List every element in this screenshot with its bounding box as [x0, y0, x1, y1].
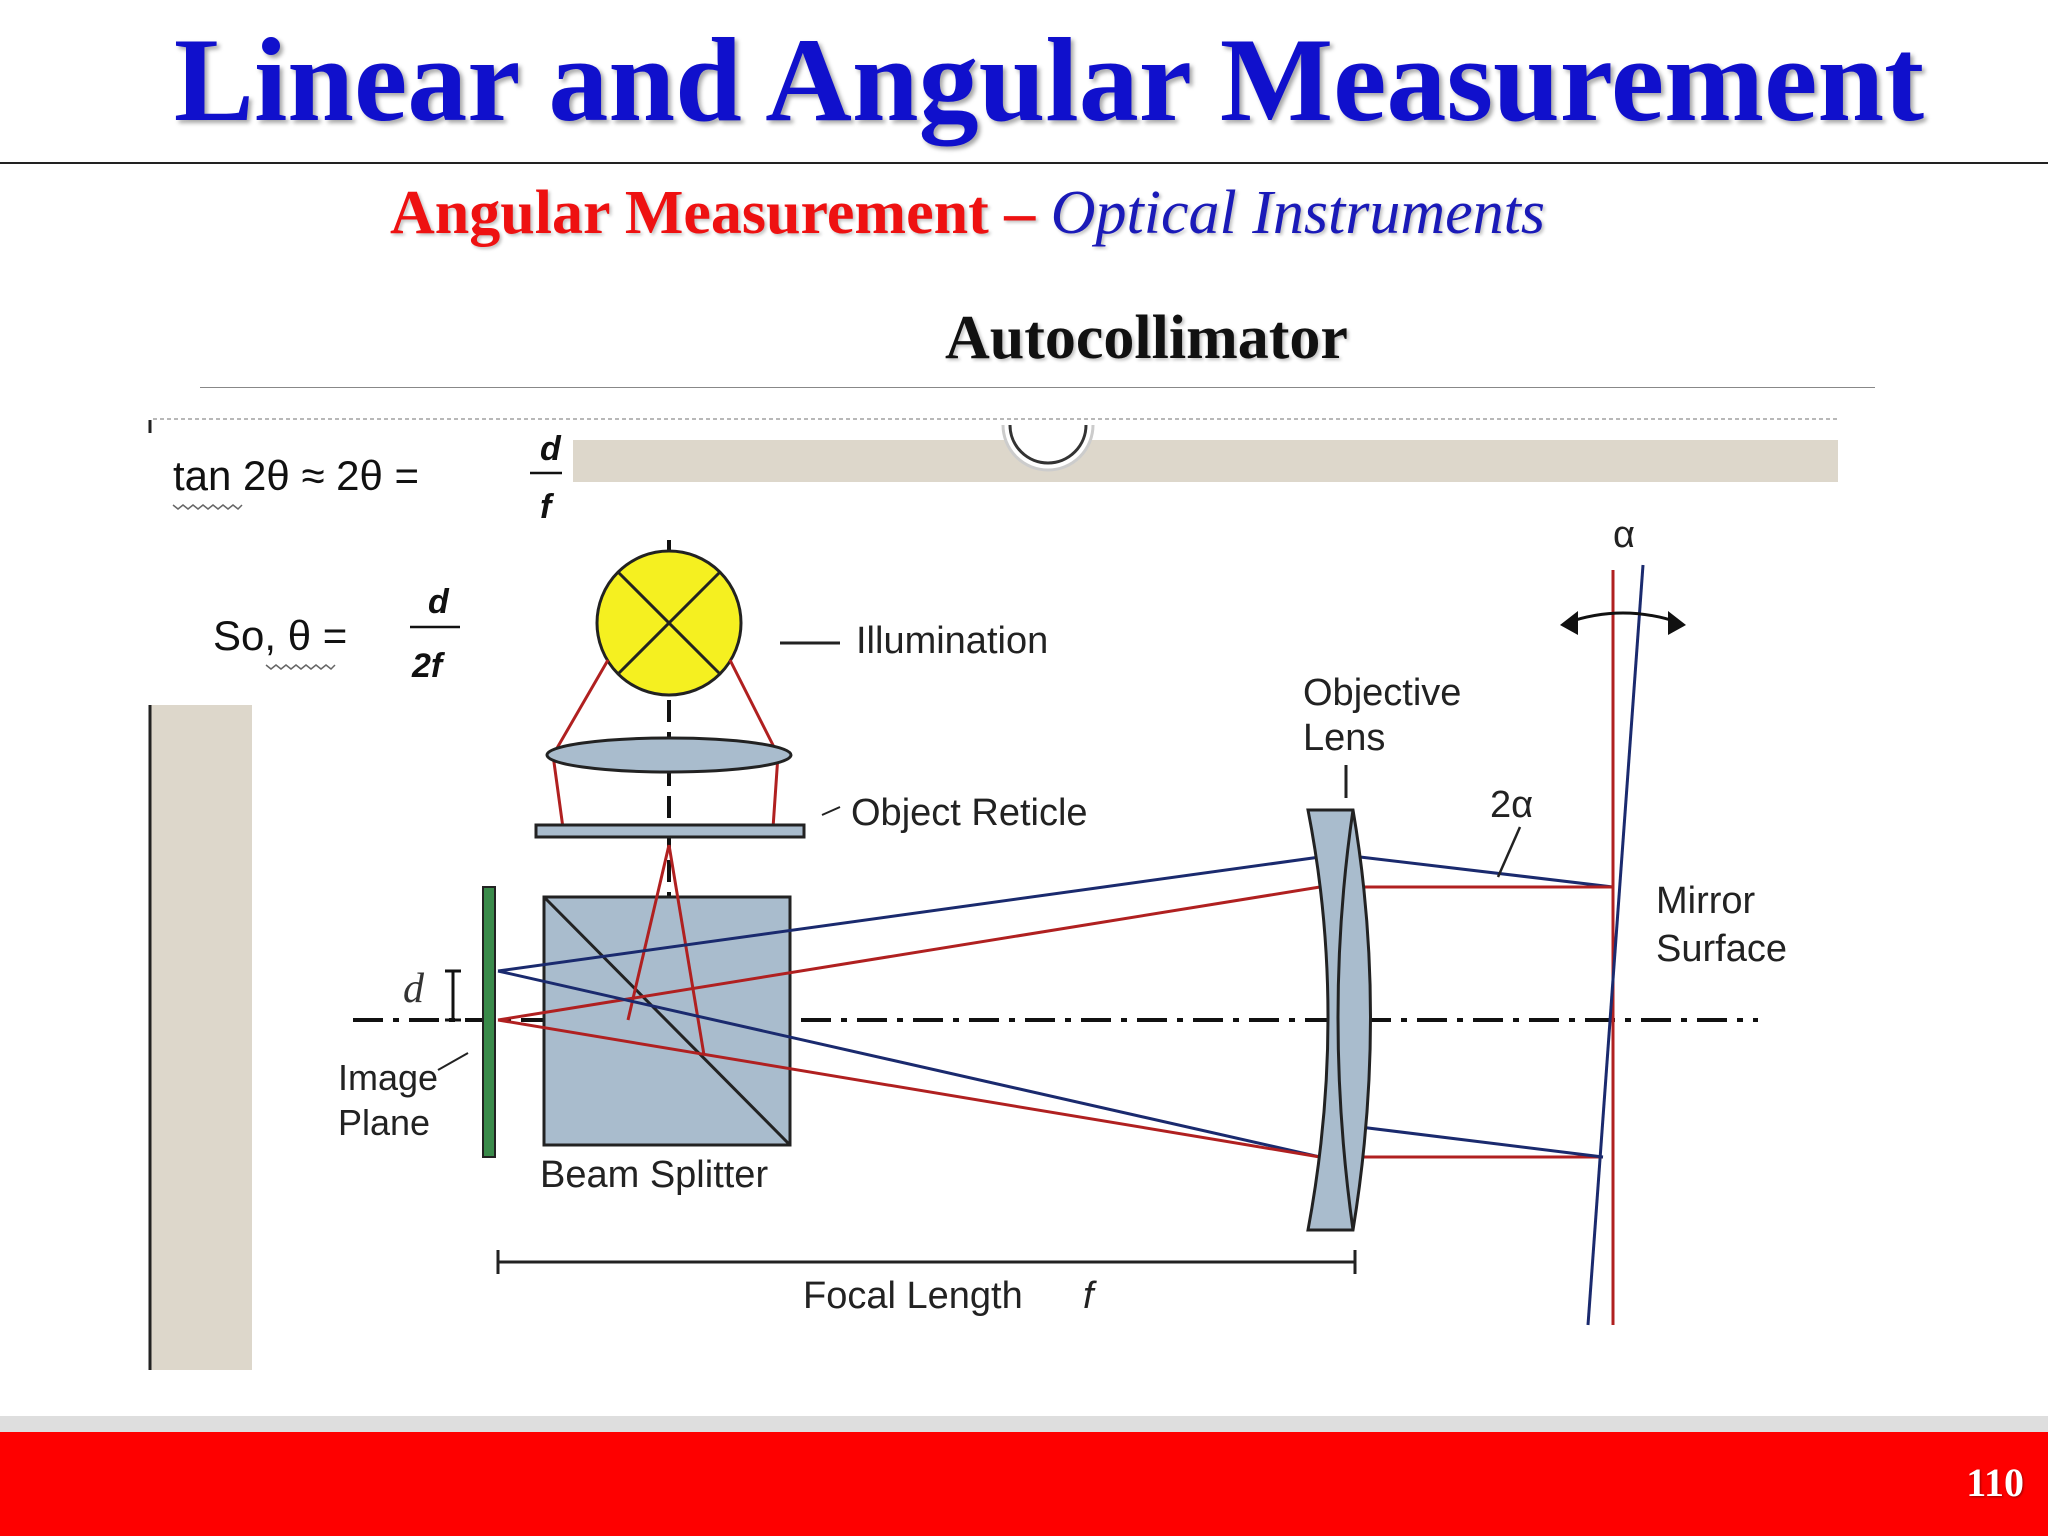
footer-gray-band	[0, 1416, 2048, 1432]
ray-blue-lower-right	[1359, 1125, 1604, 1159]
focal-length-symbol: f	[1083, 1275, 1097, 1317]
formula-theta-lhs: So, θ =	[213, 612, 347, 659]
round-icon-inner	[1008, 424, 1088, 465]
mirror-surface-label-line2: Surface	[1656, 928, 1787, 970]
slide-title: Linear and Angular Measurement	[173, 13, 1925, 146]
beam-splitter-label: Beam Splitter	[540, 1154, 768, 1196]
two-alpha-pointer	[1496, 826, 1522, 878]
formula-theta-denominator: 2f	[411, 647, 446, 685]
beam-splitter-diagonal	[542, 895, 792, 1147]
reticle-ray-right	[667, 844, 706, 1056]
image-plane-pointer	[437, 1052, 469, 1071]
mirror-tilted-line	[1586, 564, 1645, 1326]
tilt-arrow-right-head	[1668, 611, 1686, 635]
spellcheck-squiggle-2	[265, 664, 336, 671]
slide-subtitle: Angular Measurement – Optical Instrument…	[390, 178, 1545, 248]
autocollimator-figure: tan 2θ ≈ 2θ = d f So, θ = d 2f d	[148, 415, 1843, 1375]
illumination-label: Illumination	[856, 620, 1048, 662]
object-reticle	[534, 823, 806, 839]
reticle-ray-left	[626, 844, 671, 1021]
top-beige-panel	[573, 440, 1838, 482]
objective-lens-label-line2: Lens	[1303, 717, 1385, 759]
tilt-arrow-curve	[1565, 611, 1681, 625]
round-icon-partial	[1001, 424, 1095, 472]
ray-blue-upper-right	[1359, 855, 1614, 889]
d-label: d	[403, 966, 425, 1012]
page-number: 110	[1966, 1460, 2024, 1505]
object-reticle-label: Object Reticle	[851, 792, 1088, 834]
formula-tan-denominator: f	[540, 488, 555, 526]
formula-theta-numerator: d	[428, 583, 450, 621]
ray-blue-upper	[497, 855, 1321, 973]
lamp-cross-b	[616, 570, 722, 676]
condenser-lens	[545, 736, 793, 774]
ray-red-upper	[497, 885, 1321, 1022]
mirror-surface-label-line1: Mirror	[1656, 880, 1756, 922]
subtitle-italic: Optical Instruments	[1050, 179, 1545, 247]
image-plane-label-line2: Plane	[338, 1102, 430, 1143]
subtitle-main: Angular Measurement –	[390, 179, 1036, 247]
left-beige-panel	[150, 705, 252, 1370]
figure-background	[148, 415, 1843, 1375]
image-plane-label-line1: Image	[338, 1057, 438, 1098]
focal-length-label: Focal Length	[803, 1275, 1023, 1317]
heading-divider	[200, 387, 1875, 388]
footer-bar: 110	[0, 1432, 2048, 1536]
two-alpha-label: 2α	[1490, 784, 1533, 826]
objective-lens-inner-curve	[1336, 809, 1355, 1231]
formula-tan-numerator: d	[540, 430, 562, 468]
tilt-arrow-left-head	[1560, 611, 1578, 635]
spellcheck-squiggle-1	[172, 504, 243, 511]
objective-lens-label-line1: Objective	[1303, 672, 1461, 714]
ray-red-lower	[497, 1018, 1321, 1159]
image-plane	[482, 886, 496, 1158]
ray-blue-lower	[497, 969, 1321, 1159]
title-divider	[0, 162, 2048, 164]
alpha-label: α	[1613, 514, 1635, 556]
autocollimator-diagram: tan 2θ ≈ 2θ = d f So, θ = d 2f d	[148, 415, 1843, 1375]
section-heading: Autocollimator	[945, 304, 1348, 372]
formula-tan-lhs: tan 2θ ≈ 2θ =	[173, 452, 419, 499]
reticle-pointer	[821, 806, 841, 816]
